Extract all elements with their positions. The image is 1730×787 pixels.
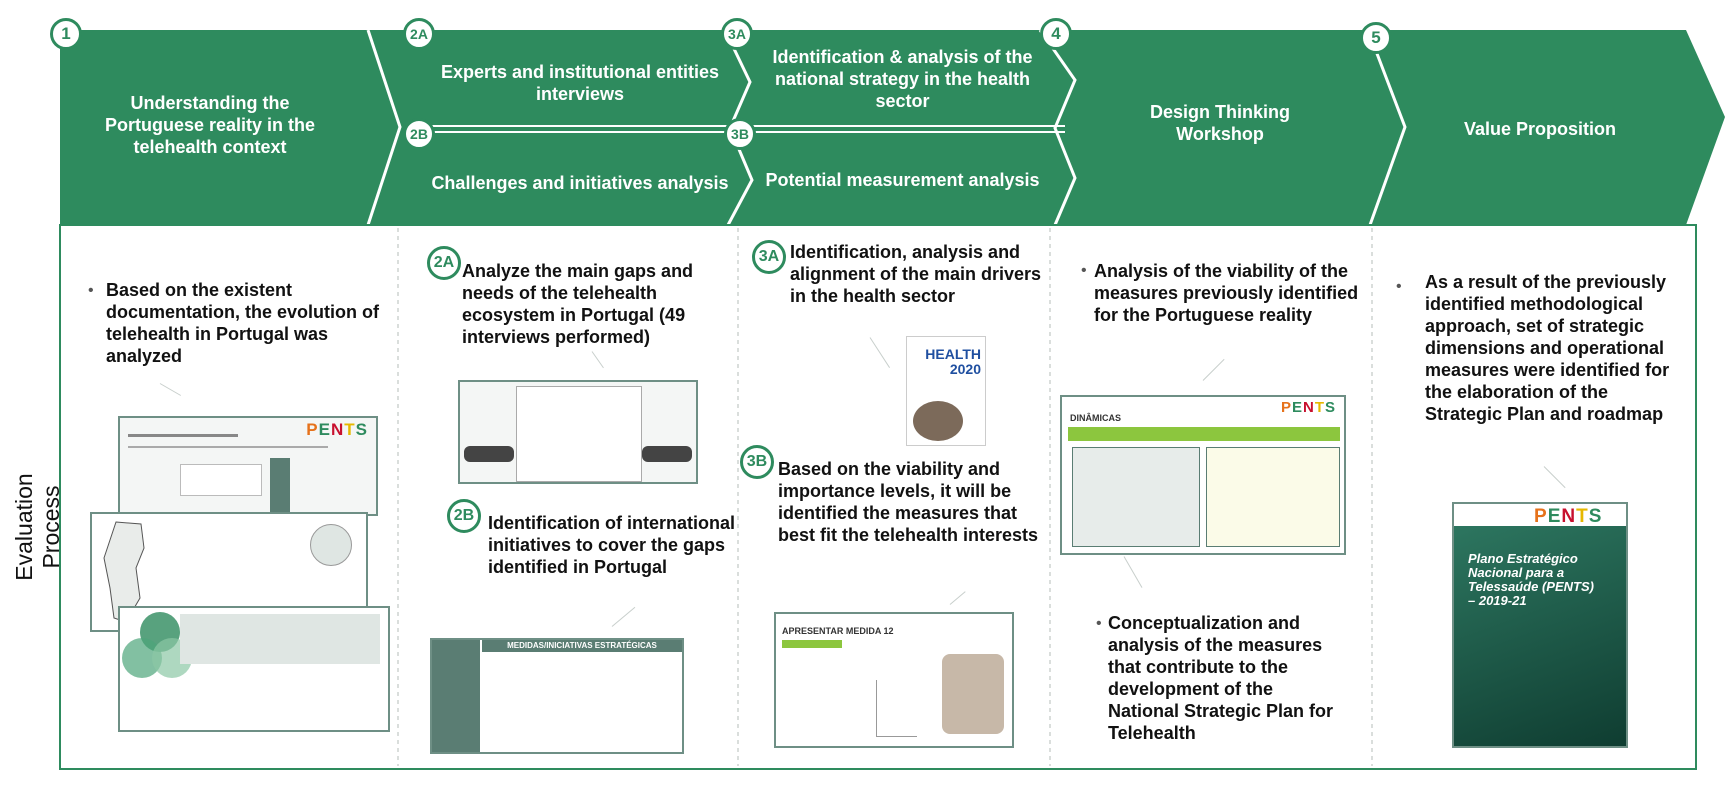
pents-cover-thumbnail: PENTS Plano Estratégico Nacional para a … [1452,502,1628,748]
stage-badge-3a: 3A [721,18,753,50]
detail-badge-3a: 3A [752,240,786,274]
medidas-title: MEDIDAS/INICIATIVAS ESTRATÉGICAS [482,640,682,652]
detail-badge-2a: 2A [427,246,461,280]
evaluation-process-label: Evaluation Process [11,473,64,581]
bullet-dot: • [88,282,94,299]
banner-background [60,30,1725,225]
health2020-title: HEALTH 2020 [925,346,981,377]
detail-c2b: Identification of international initiati… [488,513,735,577]
map-bubble-icon [310,524,352,566]
health2020-thumbnail: HEALTH 2020 [906,336,986,446]
stage-label-3a: Identification & analysis of the nationa… [772,47,1033,111]
presenter-photo [942,654,1004,734]
slide-header-bar [782,640,842,648]
detail-c3b: Based on the viability and importance le… [778,459,1039,545]
stage-label-5: Value Proposition [1463,119,1617,139]
stage-badge-3b: 3B [724,118,756,150]
stage-badge-2b: 2B [403,118,435,150]
chevron-sep-4 [1366,29,1407,226]
stage-badge-2a: 2A [403,18,435,50]
bullet-dot: • [1081,262,1087,279]
chevron-sep-3 [1038,29,1077,226]
bullet-dot: • [1096,615,1102,632]
detail-c3a: Identification, analysis and alignment o… [790,242,1042,306]
detail-c2a: Analyze the main gaps and needs of the t… [462,261,694,347]
side-columns [270,458,290,514]
detail-c4b: Conceptualization and analysis of the me… [1108,613,1334,743]
telesaude-box [180,464,262,496]
stage-label-4: Design Thinking Workshop [1149,102,1290,144]
detail-badge-2b: 2B [447,499,481,533]
left-panel [1072,447,1200,547]
apresentar-thumbnail: APRESENTAR MEDIDA 12 [774,612,1014,748]
people-group-icon [464,446,514,462]
medidas-sidebar [432,640,480,752]
detail-badge-3b: 3B [740,445,774,479]
pents-logo: PENTS [1280,399,1336,416]
dinamicas-title: DINÂMICAS [1070,413,1121,423]
doc-line [128,434,238,437]
crowd-image [913,401,963,441]
stage-label-1: Understanding the Portuguese reality in … [104,93,316,157]
dinamicas-thumbnail: DINÂMICAS PENTS [1060,395,1346,555]
cover-title: Plano Estratégico Nacional para a Teless… [1468,551,1594,608]
pents-logo: PENTS [306,420,368,439]
stage-label-2b: Challenges and initiatives analysis [431,173,729,193]
doc-line [128,446,328,448]
detail-c4a: Analysis of the viability of the measure… [1094,261,1359,325]
detail-c1: Based on the existent documentation, the… [106,280,379,366]
stage-badge-4: 4 [1040,18,1072,50]
green-strip [1068,427,1340,441]
panel-box [516,386,642,482]
chevron-sep-1 [366,29,402,226]
stage-label-2a: Experts and institutional entities inter… [440,62,720,104]
process-thumbnail [118,606,390,732]
pents-logo: PENTS [1534,506,1603,527]
interviews-thumbnail [458,380,698,484]
stage-badge-5: 5 [1360,22,1392,54]
process-arrow [180,614,380,664]
bar-mini-chart [876,680,917,737]
detail-c5: As a result of the previously identified… [1425,272,1670,424]
bullet-dot: • [1396,278,1402,295]
doc-thumbnail-1: PENTS [118,416,378,516]
apresentar-title: APRESENTAR MEDIDA 12 [782,626,894,636]
right-panel [1206,447,1340,547]
people-group-icon [642,446,692,462]
medidas-thumbnail: MEDIDAS/INICIATIVAS ESTRATÉGICAS [430,638,684,754]
stage-label-3b: Potential measurement analysis [765,170,1040,190]
cover-top [1454,504,1626,526]
stage-badge-1: 1 [50,18,82,50]
